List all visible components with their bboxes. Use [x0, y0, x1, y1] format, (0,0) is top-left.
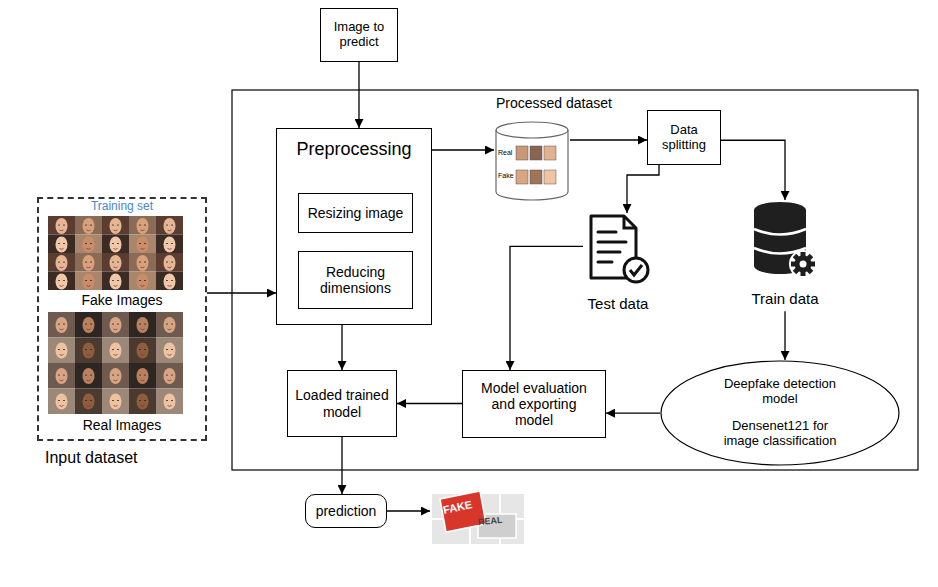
connector-arrow — [358, 62, 359, 128]
input-box: Image to predict — [320, 8, 398, 62]
node-label: Image to predict — [325, 20, 393, 50]
group-label: Real Images — [39, 417, 205, 433]
connector-arrow — [606, 412, 660, 413]
node-label: Resizing image — [308, 205, 404, 221]
cylinder-rim — [496, 130, 568, 138]
fake-face-grid — [48, 216, 183, 290]
node-label: Loaded trained model — [292, 387, 392, 419]
ellipse-outline — [660, 360, 900, 466]
process-box: PreprocessingResizing imageReducing dime… — [276, 128, 432, 325]
model-ellipse: Deepfake detection modelDensenet121 for … — [660, 360, 900, 466]
connector-arrow — [784, 311, 785, 360]
panel-heading: Training set — [39, 200, 205, 214]
dataset-panel: Training setFake ImagesReal ImagesInput … — [37, 197, 207, 441]
face-thumbnail — [544, 146, 556, 160]
process-box: Model evaluation and exporting model — [462, 370, 606, 438]
process-box: Resizing image — [298, 193, 413, 233]
row-label: Fake — [498, 172, 514, 180]
node-label: Deepfake detection model — [714, 377, 846, 407]
node-label: Densenet121 for image classification — [714, 419, 846, 449]
output-box: prediction — [305, 494, 387, 528]
system-boundary — [232, 90, 918, 470]
connector-arrow — [341, 437, 342, 494]
connector-arrow — [397, 403, 462, 404]
store-heading: Processed dataset — [496, 95, 612, 111]
picture-word: FAKE — [442, 498, 473, 516]
connector-arrow — [341, 325, 342, 370]
cylinder-outline — [494, 122, 570, 200]
database-cylinder: Processed datasetRealFake — [494, 122, 570, 200]
real-face-grid — [48, 312, 183, 414]
node-label: prediction — [316, 503, 377, 519]
group-label: Fake Images — [39, 292, 205, 308]
node-label: Model evaluation and exporting model — [474, 380, 594, 428]
group-heading: Preprocessing — [277, 139, 431, 160]
connector-arrow — [432, 149, 494, 150]
panel-caption: Input dataset — [45, 449, 138, 467]
row-label: Real — [498, 149, 512, 157]
connector-arrow — [721, 140, 785, 200]
database-icon: Train data — [752, 200, 818, 280]
icon-label: Train data — [735, 290, 835, 307]
process-box: Reducing dimensions — [298, 251, 413, 309]
connector-arrow — [387, 510, 430, 511]
picture-word: REAL — [478, 515, 503, 528]
node-label: Reducing dimensions — [303, 264, 408, 296]
node-label: Data splitting — [652, 123, 716, 153]
test-data-icon — [591, 216, 648, 282]
process-box: Loaded trained model — [287, 370, 397, 437]
connector-arrow — [570, 139, 647, 140]
puzzle-picture — [432, 491, 524, 544]
face-thumbnail — [530, 170, 542, 184]
train-data-icon — [754, 202, 817, 278]
document-icon: Test data — [583, 213, 653, 287]
result-picture: FAKE REAL — [430, 490, 526, 546]
face-thumbnail — [516, 146, 528, 160]
process-box: Data splitting — [647, 110, 721, 165]
face-thumbnail — [544, 170, 556, 184]
ellipse-outline — [661, 361, 899, 465]
icon-label: Test data — [573, 295, 663, 312]
connector-arrow — [627, 165, 659, 213]
connector-arrow — [207, 292, 276, 293]
connector-arrow — [510, 246, 583, 370]
cylinder-body — [496, 122, 568, 200]
face-thumbnail — [530, 146, 542, 160]
face-thumbnail — [516, 170, 528, 184]
